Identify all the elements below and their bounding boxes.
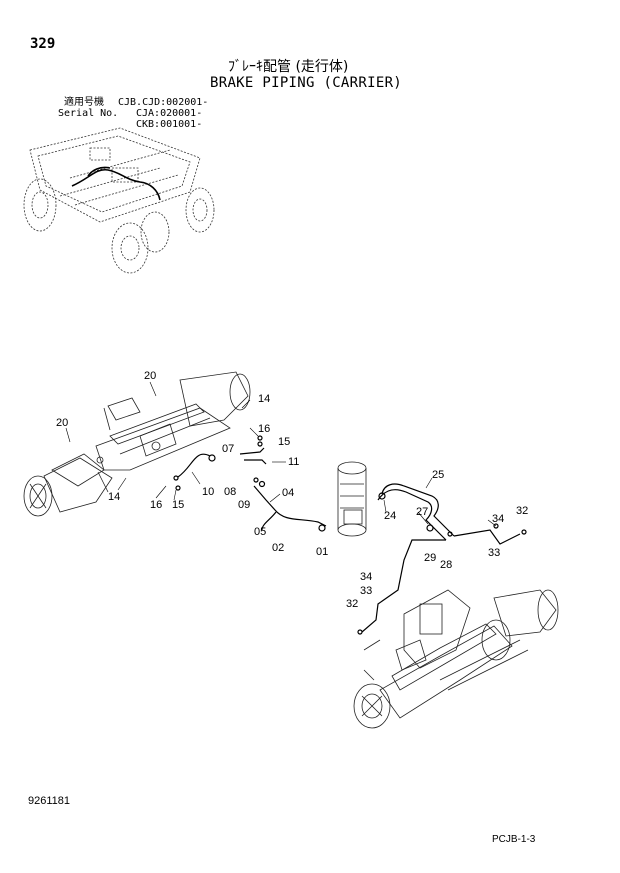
- callout-15-right: 15: [278, 436, 290, 448]
- leader-lines: [65, 381, 497, 527]
- callout-15-left: 15: [172, 499, 184, 511]
- callout-08: 08: [224, 486, 236, 498]
- callout-33-right: 33: [488, 547, 500, 559]
- serial-label-en: Serial No.: [58, 108, 119, 119]
- page-reference: PCJB-1-3: [492, 834, 536, 845]
- callout-34-right: 34: [492, 513, 504, 525]
- callout-25: 25: [432, 469, 444, 481]
- rear-brake-pipes: [357, 483, 527, 635]
- page-number: 329: [30, 36, 56, 52]
- callout-11: 11: [288, 456, 299, 468]
- callout-32-left: 32: [346, 598, 358, 610]
- callout-24: 24: [384, 510, 396, 522]
- title-english: BRAKE PIPING (CARRIER): [210, 75, 403, 91]
- rear-axle-illustration: [353, 589, 559, 729]
- document-number: 9261181: [28, 795, 71, 807]
- title-japanese: ﾌﾞﾚｰｷ配管 (走行体): [228, 59, 349, 75]
- callout-01: 01: [316, 546, 328, 558]
- swivel-joint-illustration: [337, 461, 367, 537]
- callout-02: 02: [272, 542, 284, 554]
- callout-04: 04: [282, 487, 294, 499]
- callout-16-right: 16: [258, 423, 270, 435]
- callout-20-lower: 20: [56, 417, 68, 429]
- callout-05: 05: [254, 526, 266, 538]
- callout-07: 07: [222, 443, 234, 455]
- callout-32-right: 32: [516, 505, 528, 517]
- front-axle-illustration: [23, 371, 251, 517]
- serial-line-2: CJA:020001-: [136, 108, 203, 119]
- callout-14-upper: 14: [258, 393, 270, 405]
- callout-16-left: 16: [150, 499, 162, 511]
- callout-34-left: 34: [360, 571, 372, 583]
- serial-label-jp: 適用号機: [64, 97, 104, 108]
- carrier-overview-illustration: [23, 127, 215, 274]
- callout-14-lower: 14: [108, 491, 120, 503]
- callout-27: 27: [416, 506, 428, 518]
- callout-28: 28: [440, 559, 452, 571]
- serial-line-1: CJB.CJD:002001-: [118, 97, 209, 108]
- callout-09: 09: [238, 499, 250, 511]
- callout-29: 29: [424, 552, 436, 564]
- carrier-overview-brake-lines: [71, 166, 161, 201]
- serial-line-3: CKB:001001-: [136, 119, 203, 130]
- callout-10: 10: [202, 486, 214, 498]
- front-brake-pipes: [173, 435, 327, 532]
- callout-20-upper: 20: [144, 370, 156, 382]
- callout-33-left: 33: [360, 585, 372, 597]
